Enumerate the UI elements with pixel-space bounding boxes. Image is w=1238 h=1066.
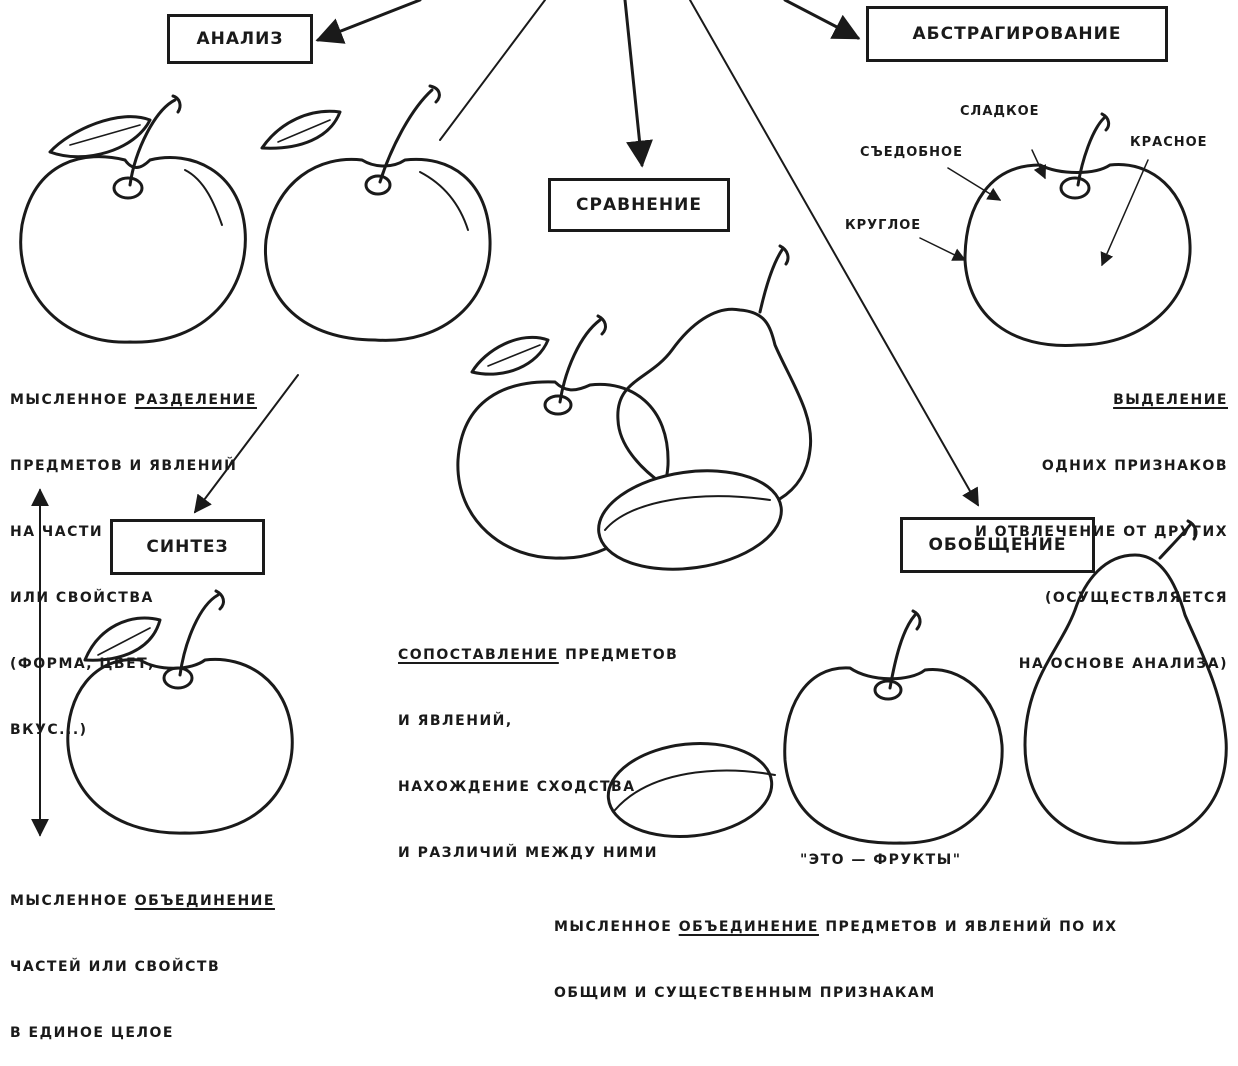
label-edible: СЪЕДОБНОЕ <box>860 145 963 160</box>
analysis-apple-right <box>260 84 492 342</box>
abstraction-pointers <box>919 149 1149 267</box>
synthesis-apple <box>66 589 294 835</box>
line-to-analysis-apple <box>439 0 546 141</box>
comparison-apple-slice <box>597 469 783 571</box>
comparison-apple <box>456 314 670 560</box>
synthesis-description: МЫСЛЕННОЕ ОБЪЕДИНЕНИЕ ЧАСТЕЙ ИЛИ СВОЙСТВ… <box>10 893 275 1041</box>
abstraction-apple <box>963 112 1192 347</box>
generalization-apple <box>783 609 1004 845</box>
abstraction-box: АБСТРАГИРОВАНИЕ <box>866 6 1168 62</box>
synthesis-box: СИНТЕЗ <box>110 519 265 575</box>
label-round: КРУГЛОЕ <box>845 218 922 233</box>
analysis-box: АНАЛИЗ <box>167 14 313 64</box>
abstraction-description: ВЫДЕЛЕНИЕ ОДНИХ ПРИЗНАКОВ И ОТВЛЕЧЕНИЕ О… <box>975 392 1228 672</box>
analysis-apple-left <box>19 94 247 344</box>
generalization-pear <box>1023 519 1228 845</box>
generalization-quote: "ЭТО — ФРУКТЫ" <box>800 852 962 868</box>
arrow-to-generalization <box>689 0 979 507</box>
arrow-to-analysis <box>315 0 422 44</box>
generalization-description: МЫСЛЕННОЕ ОБЪЕДИНЕНИЕ ПРЕДМЕТОВ И ЯВЛЕНИ… <box>554 919 1118 1001</box>
arrow-to-abstraction <box>783 0 861 40</box>
label-sweet: СЛАДКОЕ <box>960 104 1040 119</box>
label-red: КРАСНОЕ <box>1130 135 1208 150</box>
generalization-box: ОБОБЩЕНИЕ <box>900 517 1095 573</box>
comparison-box: СРАВНЕНИЕ <box>548 178 730 232</box>
analysis-description: МЫСЛЕННОЕ РАЗДЕЛЕНИЕ ПРЕДМЕТОВ И ЯВЛЕНИЙ… <box>10 392 257 738</box>
thinking-operations-diagram: АНАЛИЗ АБСТРАГИРОВАНИЕ СРАВНЕНИЕ СИНТЕЗ … <box>10 0 1228 1041</box>
diagram-drawing <box>19 0 1228 845</box>
comparison-description: СОПОСТАВЛЕНИЕ ПРЕДМЕТОВ И ЯВЛЕНИЙ, НАХОЖ… <box>398 647 679 861</box>
arrow-to-comparison <box>623 0 653 168</box>
arrow-analysis-to-synthesis <box>193 374 299 514</box>
generalization-slice <box>606 741 776 839</box>
